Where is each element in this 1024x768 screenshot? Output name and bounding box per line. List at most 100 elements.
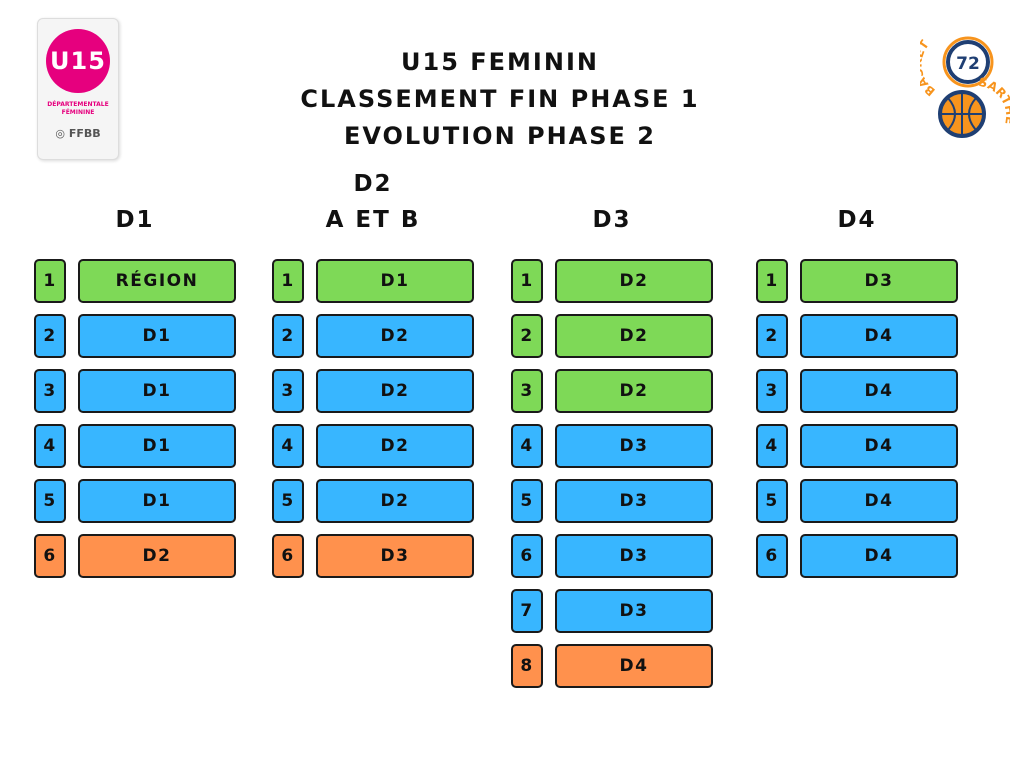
- standing-row: 3 D1: [34, 369, 236, 413]
- rank-box: 4: [756, 424, 788, 468]
- destination-box: D2: [555, 369, 713, 413]
- standing-row: 1 RÉGION: [34, 259, 236, 303]
- rank-box: 1: [34, 259, 66, 303]
- column-heading-line: D4: [837, 207, 877, 233]
- destination-box: D3: [555, 479, 713, 523]
- rank-box: 1: [272, 259, 304, 303]
- rank-box: 1: [511, 259, 543, 303]
- standing-row: 5 D3: [511, 479, 713, 523]
- column-heading-4: D4: [777, 202, 937, 238]
- rank-box: 6: [34, 534, 66, 578]
- column-heading-2: D2 A ET B: [293, 166, 453, 238]
- basket-sarthe-logo: 72 BASKET SARTHE: [920, 36, 1010, 138]
- rank-box: 7: [511, 589, 543, 633]
- destination-box: D2: [316, 369, 474, 413]
- ffbb-label: FFBB: [68, 127, 101, 140]
- u15-badge: U15: [46, 29, 110, 93]
- rank-box: 6: [272, 534, 304, 578]
- standing-row: 2 D2: [272, 314, 474, 358]
- standing-row: 6 D3: [272, 534, 474, 578]
- rank-box: 4: [511, 424, 543, 468]
- standing-row: 2 D1: [34, 314, 236, 358]
- standing-row: 7 D3: [511, 589, 713, 633]
- column-heading-1: D1: [55, 202, 215, 238]
- destination-box: RÉGION: [78, 259, 236, 303]
- rank-box: 3: [511, 369, 543, 413]
- rank-box: 5: [756, 479, 788, 523]
- rank-box: 4: [272, 424, 304, 468]
- destination-box: D3: [555, 589, 713, 633]
- basketball-icon: ◎: [55, 127, 65, 140]
- standing-row: 4 D1: [34, 424, 236, 468]
- destination-box: D3: [316, 534, 474, 578]
- rank-box: 6: [511, 534, 543, 578]
- rank-box: 2: [272, 314, 304, 358]
- u15-logo-sub1: DÉPARTEMENTALE: [47, 101, 109, 108]
- standing-row: 5 D2: [272, 479, 474, 523]
- destination-box: D3: [555, 424, 713, 468]
- destination-box: D2: [555, 259, 713, 303]
- rank-box: 4: [34, 424, 66, 468]
- column-heading-3: D3: [532, 202, 692, 238]
- destination-box: D4: [800, 369, 958, 413]
- destination-box: D2: [316, 314, 474, 358]
- standing-row: 5 D1: [34, 479, 236, 523]
- standing-row: 5 D4: [756, 479, 958, 523]
- destination-box: D4: [800, 424, 958, 468]
- rank-box: 5: [272, 479, 304, 523]
- title-line-3: EVOLUTION PHASE 2: [343, 122, 656, 150]
- column-heading-line: D3: [592, 207, 632, 233]
- standing-row: 1 D2: [511, 259, 713, 303]
- standing-row: 8 D4: [511, 644, 713, 688]
- rank-box: 3: [34, 369, 66, 413]
- standing-row: 4 D2: [272, 424, 474, 468]
- rank-box: 2: [34, 314, 66, 358]
- rank-box: 5: [34, 479, 66, 523]
- standing-row: 2 D2: [511, 314, 713, 358]
- destination-box: D1: [316, 259, 474, 303]
- destination-box: D4: [555, 644, 713, 688]
- logo-word-basket: BASKET: [920, 37, 938, 99]
- rank-box: 3: [272, 369, 304, 413]
- destination-box: D4: [800, 479, 958, 523]
- u15-logo: U15 DÉPARTEMENTALE FÉMININE ◎ FFBB: [37, 18, 119, 160]
- destination-box: D1: [78, 314, 236, 358]
- rank-box: 2: [511, 314, 543, 358]
- column-heading-line: D1: [115, 207, 155, 233]
- title-line-1: U15 FEMININ: [401, 48, 599, 76]
- destination-box: D2: [555, 314, 713, 358]
- u15-logo-sub2: FÉMININE: [61, 109, 95, 116]
- destination-box: D2: [78, 534, 236, 578]
- column-heading-line: A ET B: [325, 207, 421, 233]
- logo-number: 72: [956, 54, 980, 74]
- standing-row: 2 D4: [756, 314, 958, 358]
- rank-box: 6: [756, 534, 788, 578]
- u15-logo-subtitle: DÉPARTEMENTALE FÉMININE: [38, 101, 118, 117]
- rank-box: 2: [756, 314, 788, 358]
- destination-box: D2: [316, 424, 474, 468]
- svg-text:BASKET: BASKET: [920, 37, 938, 99]
- standing-row: 6 D2: [34, 534, 236, 578]
- destination-box: D1: [78, 369, 236, 413]
- logo-ring-top-outer: [942, 36, 994, 88]
- rank-box: 5: [511, 479, 543, 523]
- destination-box: D3: [800, 259, 958, 303]
- destination-box: D1: [78, 424, 236, 468]
- destination-box: D1: [78, 479, 236, 523]
- logo-ring-top: [946, 40, 990, 84]
- rank-box: 3: [756, 369, 788, 413]
- title-line-2: CLASSEMENT FIN PHASE 1: [300, 85, 700, 113]
- column-heading-line: D2: [353, 171, 393, 197]
- destination-box: D4: [800, 314, 958, 358]
- standing-row: 3 D4: [756, 369, 958, 413]
- standing-row: 4 D4: [756, 424, 958, 468]
- standing-row: 1 D1: [272, 259, 474, 303]
- ffbb-brand: ◎ FFBB: [38, 127, 118, 140]
- destination-box: D2: [316, 479, 474, 523]
- standing-row: 3 D2: [511, 369, 713, 413]
- page-title: U15 FEMININ CLASSEMENT FIN PHASE 1 EVOLU…: [250, 44, 750, 155]
- rank-box: 8: [511, 644, 543, 688]
